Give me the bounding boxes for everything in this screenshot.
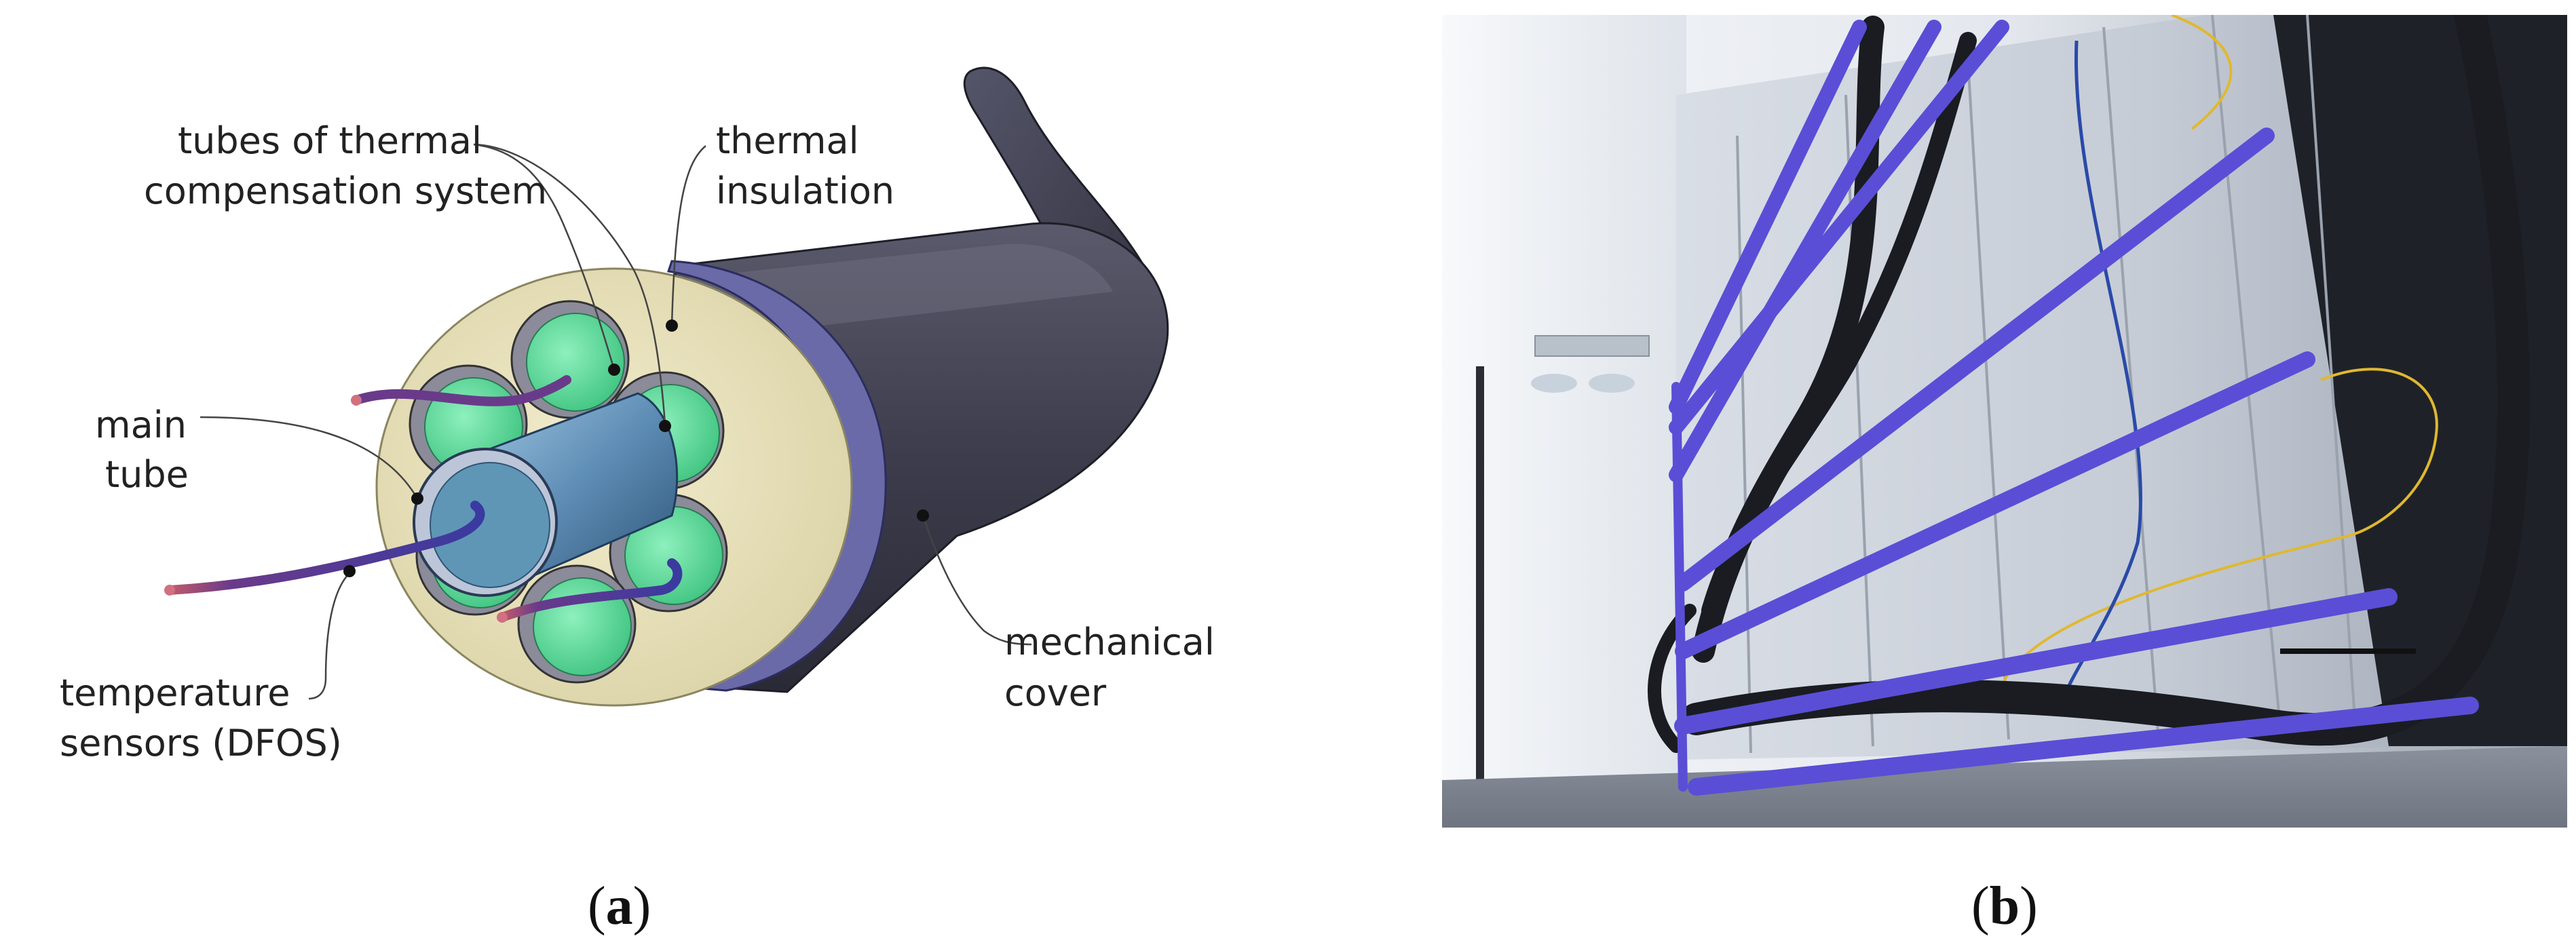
caption-b-open: ( [1971,876,1990,936]
frame-bar [1669,20,1867,414]
frame-bar [1674,588,2398,735]
sensor-cable [497,558,683,622]
leader-tubes-2 [473,143,666,425]
caption-b-close: ) [2020,876,2038,936]
caption-a: (a) [588,876,651,936]
label-cover-line1: mechanical [1004,621,1215,663]
frame-bar [1688,697,2479,796]
frame-bar [1669,20,2009,435]
sensor-cable [165,501,485,595]
sensor-cable-tip [351,395,362,406]
leader-main-tube [200,416,419,499]
leader-dot-sensors [343,565,356,577]
label-tubes-line2: compensation system [144,170,547,212]
leader-sensors [308,572,350,700]
leader-dot-main-tube [411,492,423,505]
leader-dot-tubes-2 [659,420,671,432]
leader-dot-cover [917,509,929,522]
fibre-yellow-2 [2171,15,2233,130]
sensor-cable-tip [164,585,175,596]
ceiling-light [1589,374,1635,393]
label-tubes-line1: tubes of thermal [178,119,482,162]
caption-a-open: ( [588,876,606,936]
label-insulation-line2: insulation [716,170,894,212]
panel-b-test-stand-photo [1442,15,2567,828]
leader-insulation [670,145,706,326]
panel-a-cable-cross-section: tubes of thermal compensation system the… [60,66,1215,936]
label-cover-line2: cover [1004,672,1107,714]
fibre-yellow [2001,368,2438,686]
caption-b-letter: b [1990,876,2020,936]
frame-bars [1669,20,2479,796]
leader-tubes [473,143,615,370]
sensor-cable [352,375,571,406]
leader-dot-tubes [608,364,620,376]
leader-dot-insulation [666,319,678,332]
frame-bar [1669,20,1942,482]
caption-a-letter: a [606,876,633,936]
label-main-tube-line1: main [95,404,187,446]
label-sensors-line1: temperature [60,672,290,714]
frame-bar [1675,128,2275,591]
temperature-sensor-cables [164,375,683,623]
leader-cover [922,515,1032,646]
caption-a-close: ) [633,876,651,936]
sensor-cable-tip [497,612,508,623]
main-tube-inner [430,462,550,588]
ceiling-vent [1534,335,1650,357]
frame-bar [1675,351,2315,659]
floor [1442,746,2567,828]
ceiling-light [1531,374,1577,393]
label-sensors-line2: sensors (DFOS) [60,722,342,764]
compensation-tube [517,564,637,684]
frame-bar-vertical [1671,382,1688,792]
label-insulation-line1: thermal [716,119,859,162]
label-main-tube-line2: tube [105,453,189,496]
caption-b: (b) [1971,876,2038,936]
door-frame [1476,366,1484,787]
